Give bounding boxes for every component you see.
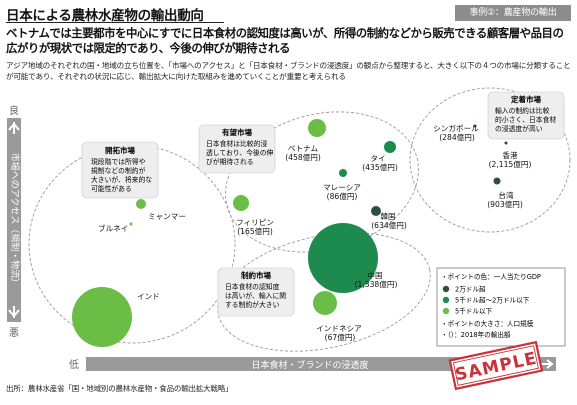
singapore-bubble: [473, 124, 477, 128]
vietnam-value: (458億円): [285, 152, 321, 162]
pioneer-market-line-2: 規制などの制約が: [91, 166, 146, 175]
legend-size-title: ・ポイントの大きさ：人口規模: [441, 319, 534, 328]
constrained-market-boundary: [217, 232, 431, 352]
source-note: 出所：農林水産省「国・地域別の農林水産物・食品の輸出拡大戦略」: [6, 384, 233, 393]
hongkong-value: (2,115億円): [489, 159, 532, 169]
y-axis-high-label: 良: [9, 104, 19, 117]
legend-note: ・（）：2018年の輸出額: [441, 330, 511, 339]
taiwan-value: (903億円): [487, 199, 523, 209]
description: アジア地域のそれぞれの国・地域の立ち位置を、「市場へのアクセス」と「日本食材・ブ…: [6, 61, 571, 81]
country-labels: ミャンマー ブルネイ インド ベトナム (458億円) タイ (435億円) マ…: [98, 123, 531, 342]
singapore-value: (284億円): [439, 132, 475, 142]
promising-market-line-3: びが期待される: [206, 157, 254, 166]
promising-market-line-1: 日本食材は比較的浸: [206, 139, 267, 148]
y-axis-up-arrow: [8, 122, 20, 134]
title-underline: [6, 22, 224, 23]
x-axis-bar: [86, 357, 556, 371]
constrained-market-title: 制約市場: [241, 270, 271, 280]
established-market-boundary: [409, 87, 571, 233]
philippines-value: (165億円): [237, 226, 273, 236]
legend-color-title: ・ポイントの色：一人当たりGDP: [441, 272, 541, 281]
x-axis-low-label: 低: [69, 358, 79, 371]
singapore-name: シンガポール: [433, 123, 479, 133]
established-market-line-1: 輸入の制約は比較: [495, 106, 550, 115]
myanmar-name: ミャンマー: [148, 212, 186, 221]
china-value: (1,338億円): [355, 279, 398, 289]
vietnam-bubble: [308, 119, 326, 137]
philippines-name: フィリピン: [236, 218, 274, 227]
legend-label-over-20k: 2万ドル超: [455, 285, 486, 294]
y-axis-low-label: 悪: [9, 327, 19, 339]
korea-name: 韓国: [380, 211, 395, 221]
promising-market-callout: 有望市場 日本食材は比較的浸 透しており、今後の伸 びが期待される: [198, 124, 276, 174]
constrained-market-line-2: は高いが、輸入に関: [225, 291, 286, 300]
thailand-name: タイ: [370, 154, 385, 163]
constrained-market-callout: 制約市場 日本食材の認知度 は高いが、輸入に関 する制約が大きい: [217, 267, 295, 317]
country-bubbles: [72, 119, 508, 347]
thailand-bubble: [384, 141, 396, 153]
constrained-market-line-1: 日本食材の認知度: [225, 282, 280, 291]
legend-swatch-under-5k: [442, 307, 450, 315]
brunei-name: ブルネイ: [98, 223, 128, 233]
taiwan-bubble: [493, 177, 501, 185]
thailand-value: (435億円): [362, 162, 398, 172]
china-name: 中国: [367, 270, 382, 280]
promising-market-title: 有望市場: [222, 127, 252, 137]
y-axis-bar: [7, 118, 21, 322]
legend: ・ポイントの色：一人当たりGDP 2万ドル超 5千ドル超～2万ドル以下 5千ドル…: [436, 267, 566, 347]
indonesia-value: (67億円): [325, 332, 356, 342]
legend-swatch-5k-20k: [442, 296, 450, 304]
hongkong-bubble: [504, 141, 508, 145]
y-axis-down-arrow: [8, 306, 20, 318]
established-market-title: 定着市場: [511, 94, 541, 104]
subtitle: ベトナムでは主要都市を中心にすでに日本食材の認知度は高いが、所得の制約などから販…: [6, 26, 564, 55]
korea-bubble: [371, 206, 381, 216]
x-axis-label: 日本食材・ブランドの浸透度: [251, 359, 368, 371]
hongkong-name: 香港: [502, 150, 518, 160]
pioneer-market-callout: 開拓市場 現段階では所得や 規制などの制約が 大きいが、将来的な 可能性がある: [81, 141, 159, 199]
india-bubble: [72, 287, 132, 347]
korea-value: (634億円): [371, 220, 407, 230]
x-axis-right-arrow: [540, 359, 554, 369]
y-axis-label: 市場へのアクセス（規制・物流）: [9, 153, 21, 288]
china-bubble: [308, 223, 378, 293]
pioneer-market-title: 開拓市場: [105, 145, 135, 155]
sample-stamp: SAMPLE: [448, 340, 544, 391]
brunei-bubble: [129, 222, 133, 226]
india-name: インド: [137, 292, 160, 301]
established-market-line-3: の浸透度が高い: [495, 124, 543, 133]
philippines-bubble: [233, 195, 249, 211]
pioneer-market-line-3: 大きいが、将来的な: [91, 175, 152, 184]
malaysia-value: (86億円): [327, 191, 358, 201]
malaysia-bubble: [339, 169, 347, 177]
indonesia-bubble: [313, 291, 337, 315]
pioneer-market-line-4: 可能性がある: [91, 184, 132, 193]
indonesia-name: インドネシア: [316, 324, 362, 333]
malaysia-name: マレーシア: [323, 183, 361, 192]
case-tag: 事例②：農産物の輸出: [455, 5, 571, 21]
established-market-line-2: 的小さく、日本食材: [495, 115, 556, 124]
constrained-market-line-3: する制約が大きい: [225, 300, 280, 309]
pioneer-market-line-1: 現段階では所得や: [91, 157, 146, 166]
page-title: 日本による農林水産物の輸出動向: [6, 8, 204, 24]
vietnam-name: ベトナム: [288, 144, 319, 153]
taiwan-name: 台湾: [498, 190, 514, 200]
promising-market-line-2: 透しており、今後の伸: [206, 148, 273, 157]
legend-label-5k-20k: 5千ドル超～2万ドル以下: [455, 296, 530, 305]
myanmar-bubble: [136, 199, 146, 209]
legend-swatch-over-20k: [442, 285, 450, 293]
established-market-callout: 定着市場 輸入の制約は比較 的小さく、日本食材 の浸透度が高い: [487, 91, 565, 140]
legend-label-under-5k: 5千ドル以下: [455, 307, 493, 316]
